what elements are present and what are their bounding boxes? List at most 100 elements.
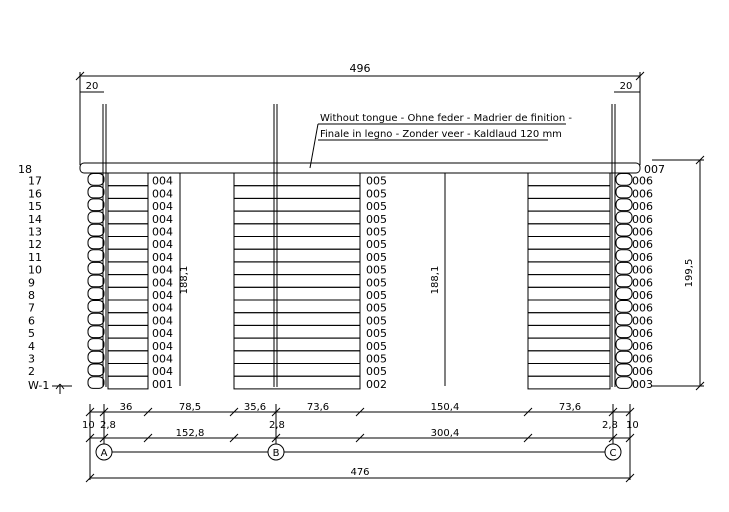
- w1-marker-arrow: [55, 383, 61, 390]
- log-mid: [233, 274, 361, 288]
- row-code-right: 006: [632, 353, 653, 366]
- row-code-mid: 005: [366, 289, 387, 302]
- w1-label: W-1: [28, 379, 49, 392]
- axis-span-ab: 152,8: [176, 428, 205, 439]
- log-end-right: [615, 261, 633, 275]
- row-code-left: 004: [152, 302, 173, 315]
- row-code-left: 004: [152, 327, 173, 340]
- log-end-right: [615, 325, 633, 339]
- row-code-mid: 005: [366, 187, 387, 200]
- log-left: [107, 299, 149, 314]
- row-number: 14: [28, 213, 42, 226]
- log-end-right: [615, 274, 633, 288]
- dim-tick: [695, 155, 705, 165]
- log-end-left: [87, 287, 105, 300]
- log-left: [107, 248, 149, 263]
- dim-tick: [229, 407, 239, 417]
- log-end-left: [87, 223, 105, 237]
- bottom-small-mid: 2,8: [269, 420, 285, 431]
- row-code-right: 006: [632, 175, 653, 188]
- row-code-left: 004: [152, 200, 173, 213]
- row-code-left: 004: [152, 175, 173, 188]
- bottom-seg-3: 35,6: [244, 402, 266, 413]
- log-end-left: [87, 350, 105, 364]
- bottom-seg-5: 150,4: [431, 402, 460, 413]
- axis-bubble-a: [95, 443, 113, 461]
- axis-bubble-b: [267, 443, 285, 461]
- axis-b-label: B: [273, 448, 280, 459]
- row-code-left: 004: [152, 365, 173, 378]
- log-right: [527, 299, 611, 314]
- log-right: [527, 337, 611, 352]
- log-mid: [233, 248, 361, 263]
- log-mid: [233, 375, 361, 390]
- total-width-label: 496: [350, 62, 371, 75]
- log-mid: [233, 350, 361, 364]
- log-mid: [233, 286, 361, 301]
- row-number: 17: [28, 175, 42, 188]
- log-left: [107, 312, 149, 326]
- log-right: [527, 274, 611, 288]
- row-code-mid: 005: [366, 251, 387, 264]
- log-mid: [233, 223, 361, 238]
- log-end-right: [615, 287, 633, 300]
- log-mid: [233, 299, 361, 314]
- row-code-mid: 005: [366, 340, 387, 353]
- row-code-right: 006: [632, 251, 653, 264]
- log-left: [107, 350, 149, 364]
- dim-tick: [635, 71, 645, 81]
- row-number: 11: [28, 251, 42, 264]
- row-code-mid-bottom: 002: [366, 378, 387, 391]
- bottom-small-right-outer: 10: [626, 420, 639, 431]
- row-code-mid: 005: [366, 276, 387, 289]
- log-mid: [233, 363, 361, 377]
- log-end-left: [87, 236, 105, 250]
- log-end-right: [615, 376, 633, 389]
- axis-c-label: C: [610, 448, 617, 459]
- row-number: 16: [28, 187, 42, 200]
- log-right: [527, 286, 611, 301]
- log-mid: [233, 261, 361, 276]
- row-code-right: 006: [632, 187, 653, 200]
- axis-bubble-c: [604, 443, 622, 461]
- bottom-small-right-inner: 2,8: [602, 420, 618, 431]
- log-left: [107, 261, 149, 276]
- log-left: [107, 210, 149, 225]
- log-left: [107, 337, 149, 352]
- row-number: 10: [28, 264, 42, 277]
- log-mid: [233, 197, 361, 212]
- log-right: [527, 350, 611, 364]
- row-code-left: 004: [152, 251, 173, 264]
- log-end-left: [87, 363, 105, 377]
- bottom-small-left-inner: 2,8: [100, 420, 116, 431]
- dim-tick: [695, 381, 705, 391]
- log-mid: [233, 185, 361, 199]
- bottom-seg-2: 78,5: [179, 402, 201, 413]
- bottom-dim-ticks-1: [85, 407, 635, 443]
- axis-a-label: A: [101, 448, 108, 459]
- log-end-left: [87, 173, 105, 186]
- row-number: 15: [28, 200, 42, 213]
- row-code-mid: 005: [366, 200, 387, 213]
- dim-tick: [75, 71, 85, 81]
- log-end-right: [615, 338, 633, 351]
- log-mid: [233, 210, 361, 225]
- log-left: [107, 172, 149, 187]
- right-overhang-label: 20: [620, 81, 633, 92]
- row-code-left: 004: [152, 238, 173, 251]
- dim-tick: [355, 407, 365, 417]
- row-code-left: 004: [152, 289, 173, 302]
- row-code-left: 004: [152, 213, 173, 226]
- dim-tick: [85, 473, 95, 483]
- annotation-leader: [309, 123, 319, 169]
- log-end-right: [615, 312, 633, 326]
- log-end-right: [615, 211, 633, 224]
- log-end-left: [87, 376, 105, 389]
- w1-marker-arrow: [59, 383, 65, 390]
- row-18-number: 18: [18, 163, 32, 176]
- row-code-mid: 005: [366, 327, 387, 340]
- row-number: 7: [28, 302, 35, 315]
- log-mid: [233, 236, 361, 250]
- row-code-right: 006: [632, 340, 653, 353]
